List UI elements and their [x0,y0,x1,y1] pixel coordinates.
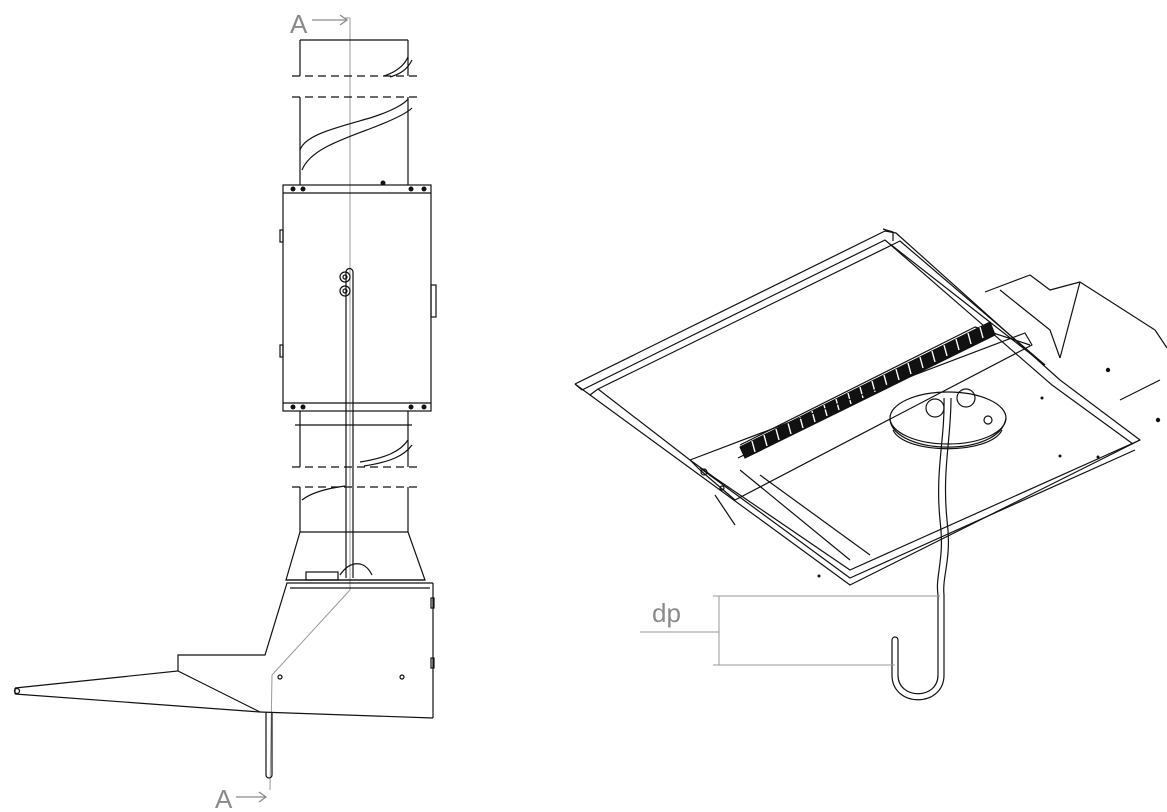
canopy-outline [574,228,1141,586]
hose [345,267,354,578]
cross-bar [689,332,1033,526]
canopy-inner [597,240,1141,579]
upper-duct [292,39,422,185]
hose-iso [891,397,952,701]
fan-housing [279,180,437,412]
hood-top [285,531,426,581]
section-marker-top: A [290,9,349,39]
section-label-bottom: A [215,784,233,812]
side-section-view [13,17,437,791]
duct-box [984,274,1167,423]
fan-dome [889,388,1007,450]
lower-duct [292,411,422,532]
dimension-dp [640,595,940,666]
isometric-view [574,228,1167,701]
section-line [269,17,351,791]
hood-body [13,582,435,719]
section-label-top: A [290,9,308,39]
dimension-label-dp: dp [652,598,681,628]
filter-grille [739,321,996,459]
section-marker-bottom: A [215,784,268,812]
probe [265,712,273,779]
